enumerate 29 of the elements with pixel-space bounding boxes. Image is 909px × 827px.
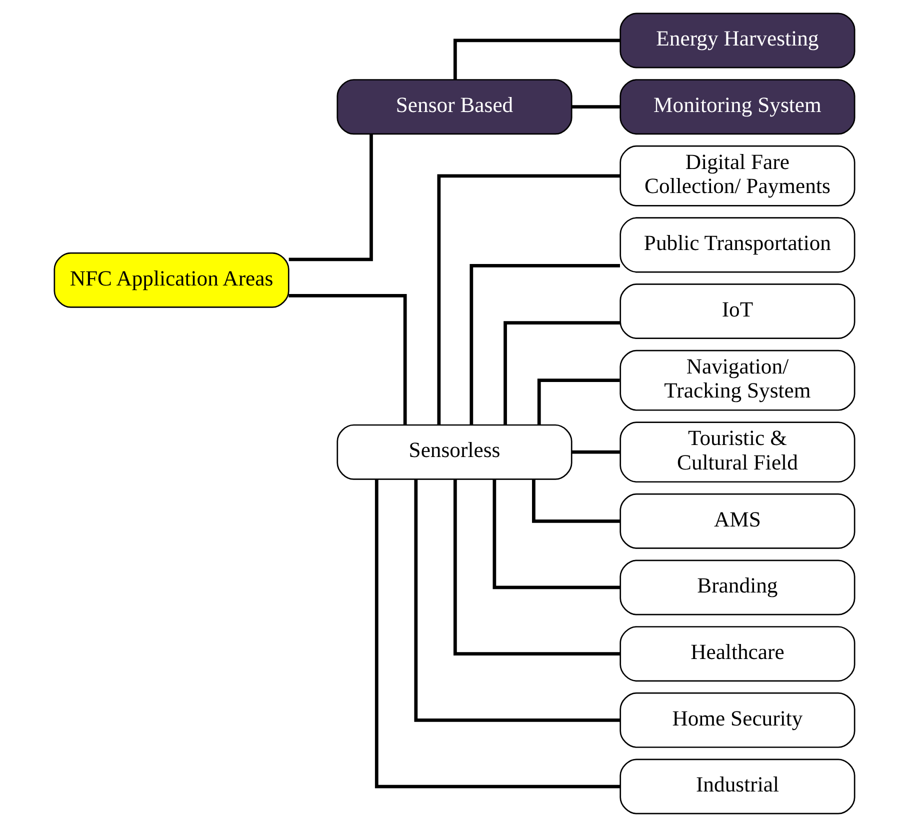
node-box: Energy Harvesting: [620, 12, 856, 68]
connector: [532, 479, 620, 523]
node-box: Navigation/ Tracking System: [620, 350, 856, 411]
node-box: Home Security: [620, 692, 856, 748]
connector: [572, 450, 620, 454]
connector: [288, 294, 407, 425]
node-box: Monitoring System: [620, 79, 856, 135]
node-box: Sensor Based: [336, 79, 572, 135]
connector: [288, 134, 373, 262]
node-box: AMS: [620, 493, 856, 549]
node-box: NFC Application Areas: [54, 252, 290, 308]
node-box: Touristic & Cultural Field: [620, 422, 856, 483]
node-box: Digital Fare Collection/ Payments: [620, 145, 856, 206]
connector: [572, 105, 620, 109]
node-box: IoT: [620, 284, 856, 340]
connector: [414, 479, 620, 722]
connector: [504, 321, 620, 425]
node-box: Public Transportation: [620, 217, 856, 273]
connector: [453, 479, 620, 656]
connector: [437, 174, 620, 425]
connector: [453, 38, 620, 80]
node-box: Healthcare: [620, 626, 856, 682]
connector: [470, 264, 620, 425]
node-box: Branding: [620, 560, 856, 616]
node-box: Industrial: [620, 758, 856, 814]
connector: [492, 480, 620, 590]
node-box: Sensorless: [336, 424, 572, 480]
connector: [537, 378, 620, 425]
connector: [374, 479, 620, 788]
